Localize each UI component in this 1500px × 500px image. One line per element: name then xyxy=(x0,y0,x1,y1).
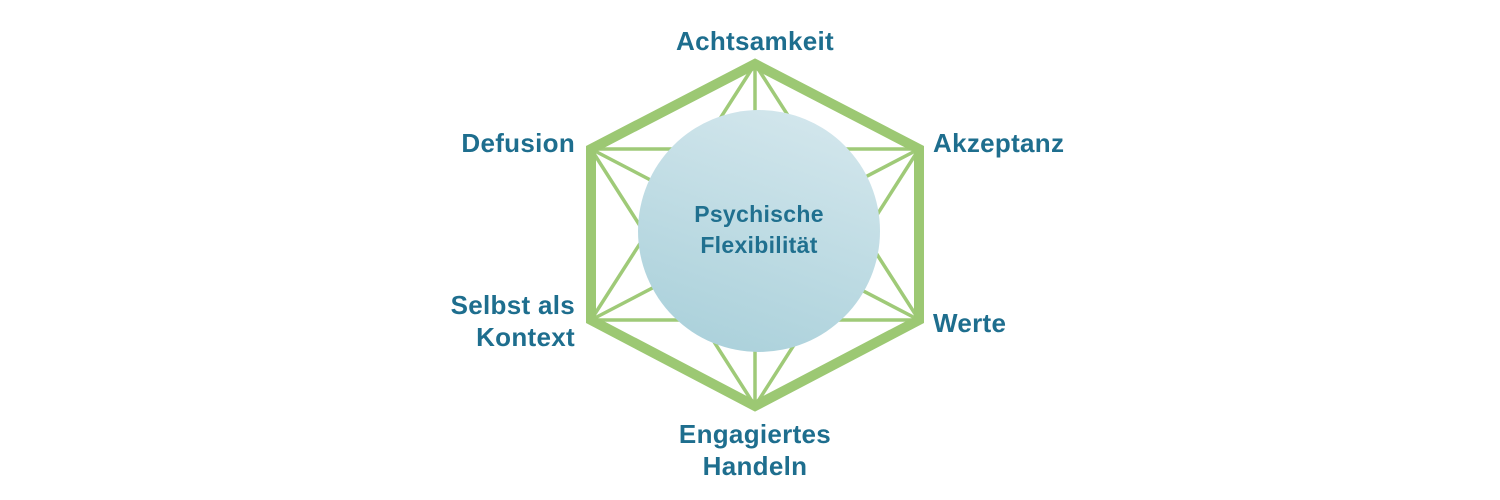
center-circle xyxy=(638,110,880,352)
center-label-psychische-flexibilitaet: Psychische Flexibilität xyxy=(694,200,824,258)
node-label-engagiertes-handeln: Engagiertes Handeln xyxy=(678,419,832,481)
node-label-achtsamkeit: Achtsamkeit xyxy=(676,26,834,56)
node-label-selbst-als-kontext: Selbst als Kontext xyxy=(450,290,575,352)
hexagon-outline xyxy=(586,58,924,412)
node-label-werte: Werte xyxy=(933,308,1007,338)
node-label-defusion: Defusion xyxy=(461,128,575,158)
node-label-akzeptanz: Akzeptanz xyxy=(933,128,1065,158)
